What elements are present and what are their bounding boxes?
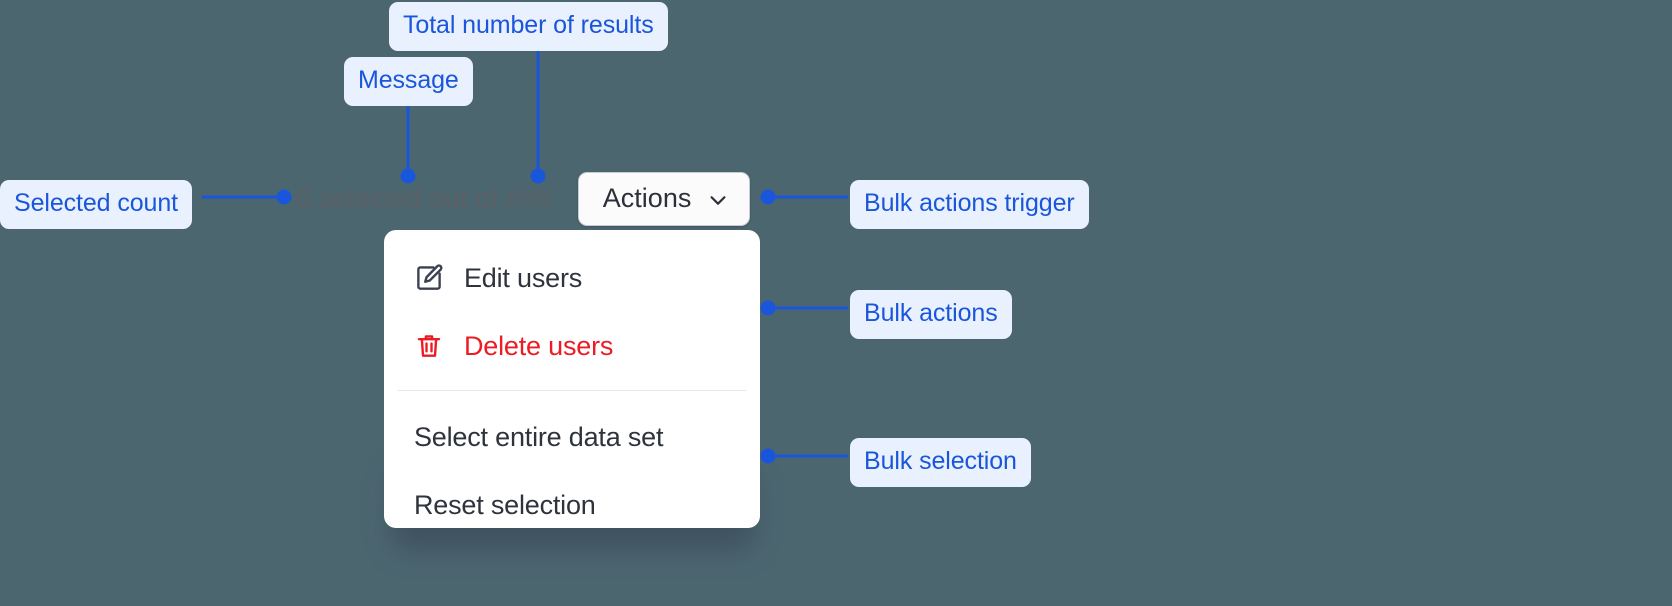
total-results-value: ### <box>505 183 552 214</box>
annotation-total-number-of-results: Total number of results <box>389 2 668 51</box>
connector-dot-bulk-selection <box>760 448 776 464</box>
annotation-selected-count: Selected count <box>0 180 192 229</box>
annotation-message: Message <box>344 57 473 106</box>
annotation-bulk-actions-trigger: Bulk actions trigger <box>850 180 1089 229</box>
menu-item-edit-users[interactable]: Edit users <box>384 244 760 312</box>
menu-item-label: Delete users <box>464 330 614 361</box>
edit-pencil-square-icon <box>414 263 444 293</box>
trash-icon <box>414 331 444 361</box>
menu-divider <box>398 390 746 391</box>
connector-dot-selected-count <box>276 189 292 205</box>
menu-item-label: Edit users <box>464 262 583 293</box>
menu-item-select-entire-data-set[interactable]: Select entire data set <box>384 403 760 471</box>
selected-count-value: 6 <box>296 183 312 214</box>
annotation-bulk-actions: Bulk actions <box>850 290 1012 339</box>
chevron-down-icon <box>707 189 729 211</box>
connector-dot-bulk-actions <box>760 300 776 316</box>
actions-button-label: Actions <box>602 183 692 213</box>
menu-item-label: Reset selection <box>414 489 596 520</box>
annotation-bulk-selection: Bulk selection <box>850 438 1031 487</box>
selected-count-message-text: selected out of <box>311 183 506 214</box>
connector-dot-bulk-actions-trigger <box>760 189 776 205</box>
bulk-actions-menu: Edit users Delete users Select entire da… <box>384 230 760 528</box>
selected-count-message: 6 selected out of ### <box>296 185 552 213</box>
menu-item-label: Select entire data set <box>414 421 664 452</box>
bulk-actions-trigger-button[interactable]: Actions <box>577 172 751 226</box>
bulk-actions-toolbar: 6 selected out of ### Actions <box>296 172 751 226</box>
menu-item-reset-selection[interactable]: Reset selection <box>384 471 760 539</box>
menu-item-delete-users[interactable]: Delete users <box>384 312 760 380</box>
